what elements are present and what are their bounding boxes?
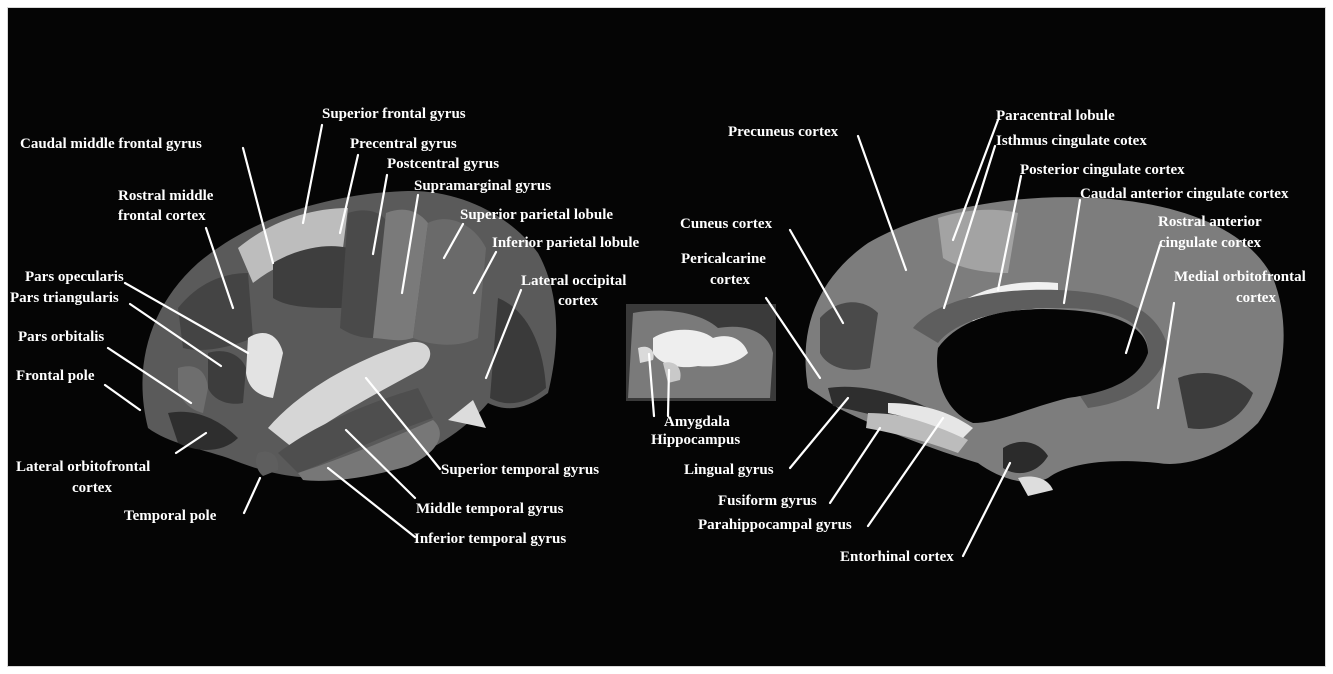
label-fusiform-gyrus: Fusiform gyrus [718,493,817,509]
label-paracentral-lobule: Paracentral lobule [996,108,1115,124]
label-pars-triangularis: Pars triangularis [10,290,119,306]
label-pars-opecularis: Pars opecularis [25,269,124,285]
label-inferior-parietal-lobule: Inferior parietal lobule [492,235,640,251]
label-lateral-orbitofrontal-cortex-line1: Lateral orbitofrontal [16,459,150,475]
coronal-inset [626,304,776,401]
label-lingual-gyrus: Lingual gyrus [684,462,774,478]
label-middle-temporal-gyrus: Middle temporal gyrus [416,501,564,517]
label-isthmus-cingulate-cotex: Isthmus cingulate cotex [996,133,1147,149]
label-parahippocampal-gyrus: Parahippocampal gyrus [698,517,852,533]
label-rostral-anterior-cingulate-cortex-line2: cingulate cortex [1159,235,1262,251]
label-temporal-pole: Temporal pole [124,508,217,524]
brain-atlas-diagram: Superior frontal gyrus Caudal middle fro… [8,8,1327,668]
leader-entorhinal [963,463,1010,556]
label-superior-parietal-lobule: Superior parietal lobule [460,207,613,223]
label-precentral-gyrus: Precentral gyrus [350,136,457,152]
label-superior-temporal-gyrus: Superior temporal gyrus [441,462,599,478]
leader-fusiform [830,428,880,503]
label-lateral-orbitofrontal-cortex-line2: cortex [72,480,112,496]
label-hippocampus: Hippocampus [651,432,740,448]
label-precuneus-cortex: Precuneus cortex [728,124,839,140]
leader-frontal-pole [105,385,140,410]
leader-inferior-temporal [328,468,415,537]
leader-lingual [790,398,848,468]
label-pars-orbitalis: Pars orbitalis [18,329,104,345]
label-posterior-cingulate-cortex: Posterior cingulate cortex [1020,162,1185,178]
label-amygdala: Amygdala [664,414,730,430]
cuneus-region [820,302,878,370]
label-cuneus-cortex: Cuneus cortex [680,216,773,232]
label-lateral-occipital-cortex-line1: Lateral occipital [521,273,626,289]
coronal-labels: Amygdala Hippocampus [651,414,740,448]
figure-panel: Superior frontal gyrus Caudal middle fro… [7,7,1326,667]
label-superior-frontal-gyrus: Superior frontal gyrus [322,106,466,122]
label-frontal-pole: Frontal pole [16,368,95,384]
label-pericalcarine-cortex-line2: cortex [710,272,750,288]
leader-temporal-pole [244,478,260,513]
label-caudal-anterior-cingulate-cortex: Caudal anterior cingulate cortex [1080,186,1289,202]
label-rostral-middle-frontal-cortex-line1: Rostral middle [118,188,214,204]
label-medial-orbitofrontal-cortex-line1: Medial orbitofrontal [1174,269,1306,285]
label-pericalcarine-cortex-line1: Pericalcarine [681,251,766,267]
label-rostral-middle-frontal-cortex-line2: frontal cortex [118,208,206,224]
label-rostral-anterior-cingulate-cortex-line1: Rostral anterior [1158,214,1262,230]
label-lateral-occipital-cortex-line2: cortex [558,293,598,309]
label-inferior-temporal-gyrus: Inferior temporal gyrus [414,531,566,547]
medial-bright-patch [1018,477,1053,497]
label-entorhinal-cortex: Entorhinal cortex [840,549,954,565]
label-supramarginal-gyrus: Supramarginal gyrus [414,178,551,194]
leader-hippocampus [668,370,669,416]
label-postcentral-gyrus: Postcentral gyrus [387,156,499,172]
label-caudal-middle-frontal-gyrus: Caudal middle frontal gyrus [20,136,202,152]
label-medial-orbitofrontal-cortex-line2: cortex [1236,290,1276,306]
